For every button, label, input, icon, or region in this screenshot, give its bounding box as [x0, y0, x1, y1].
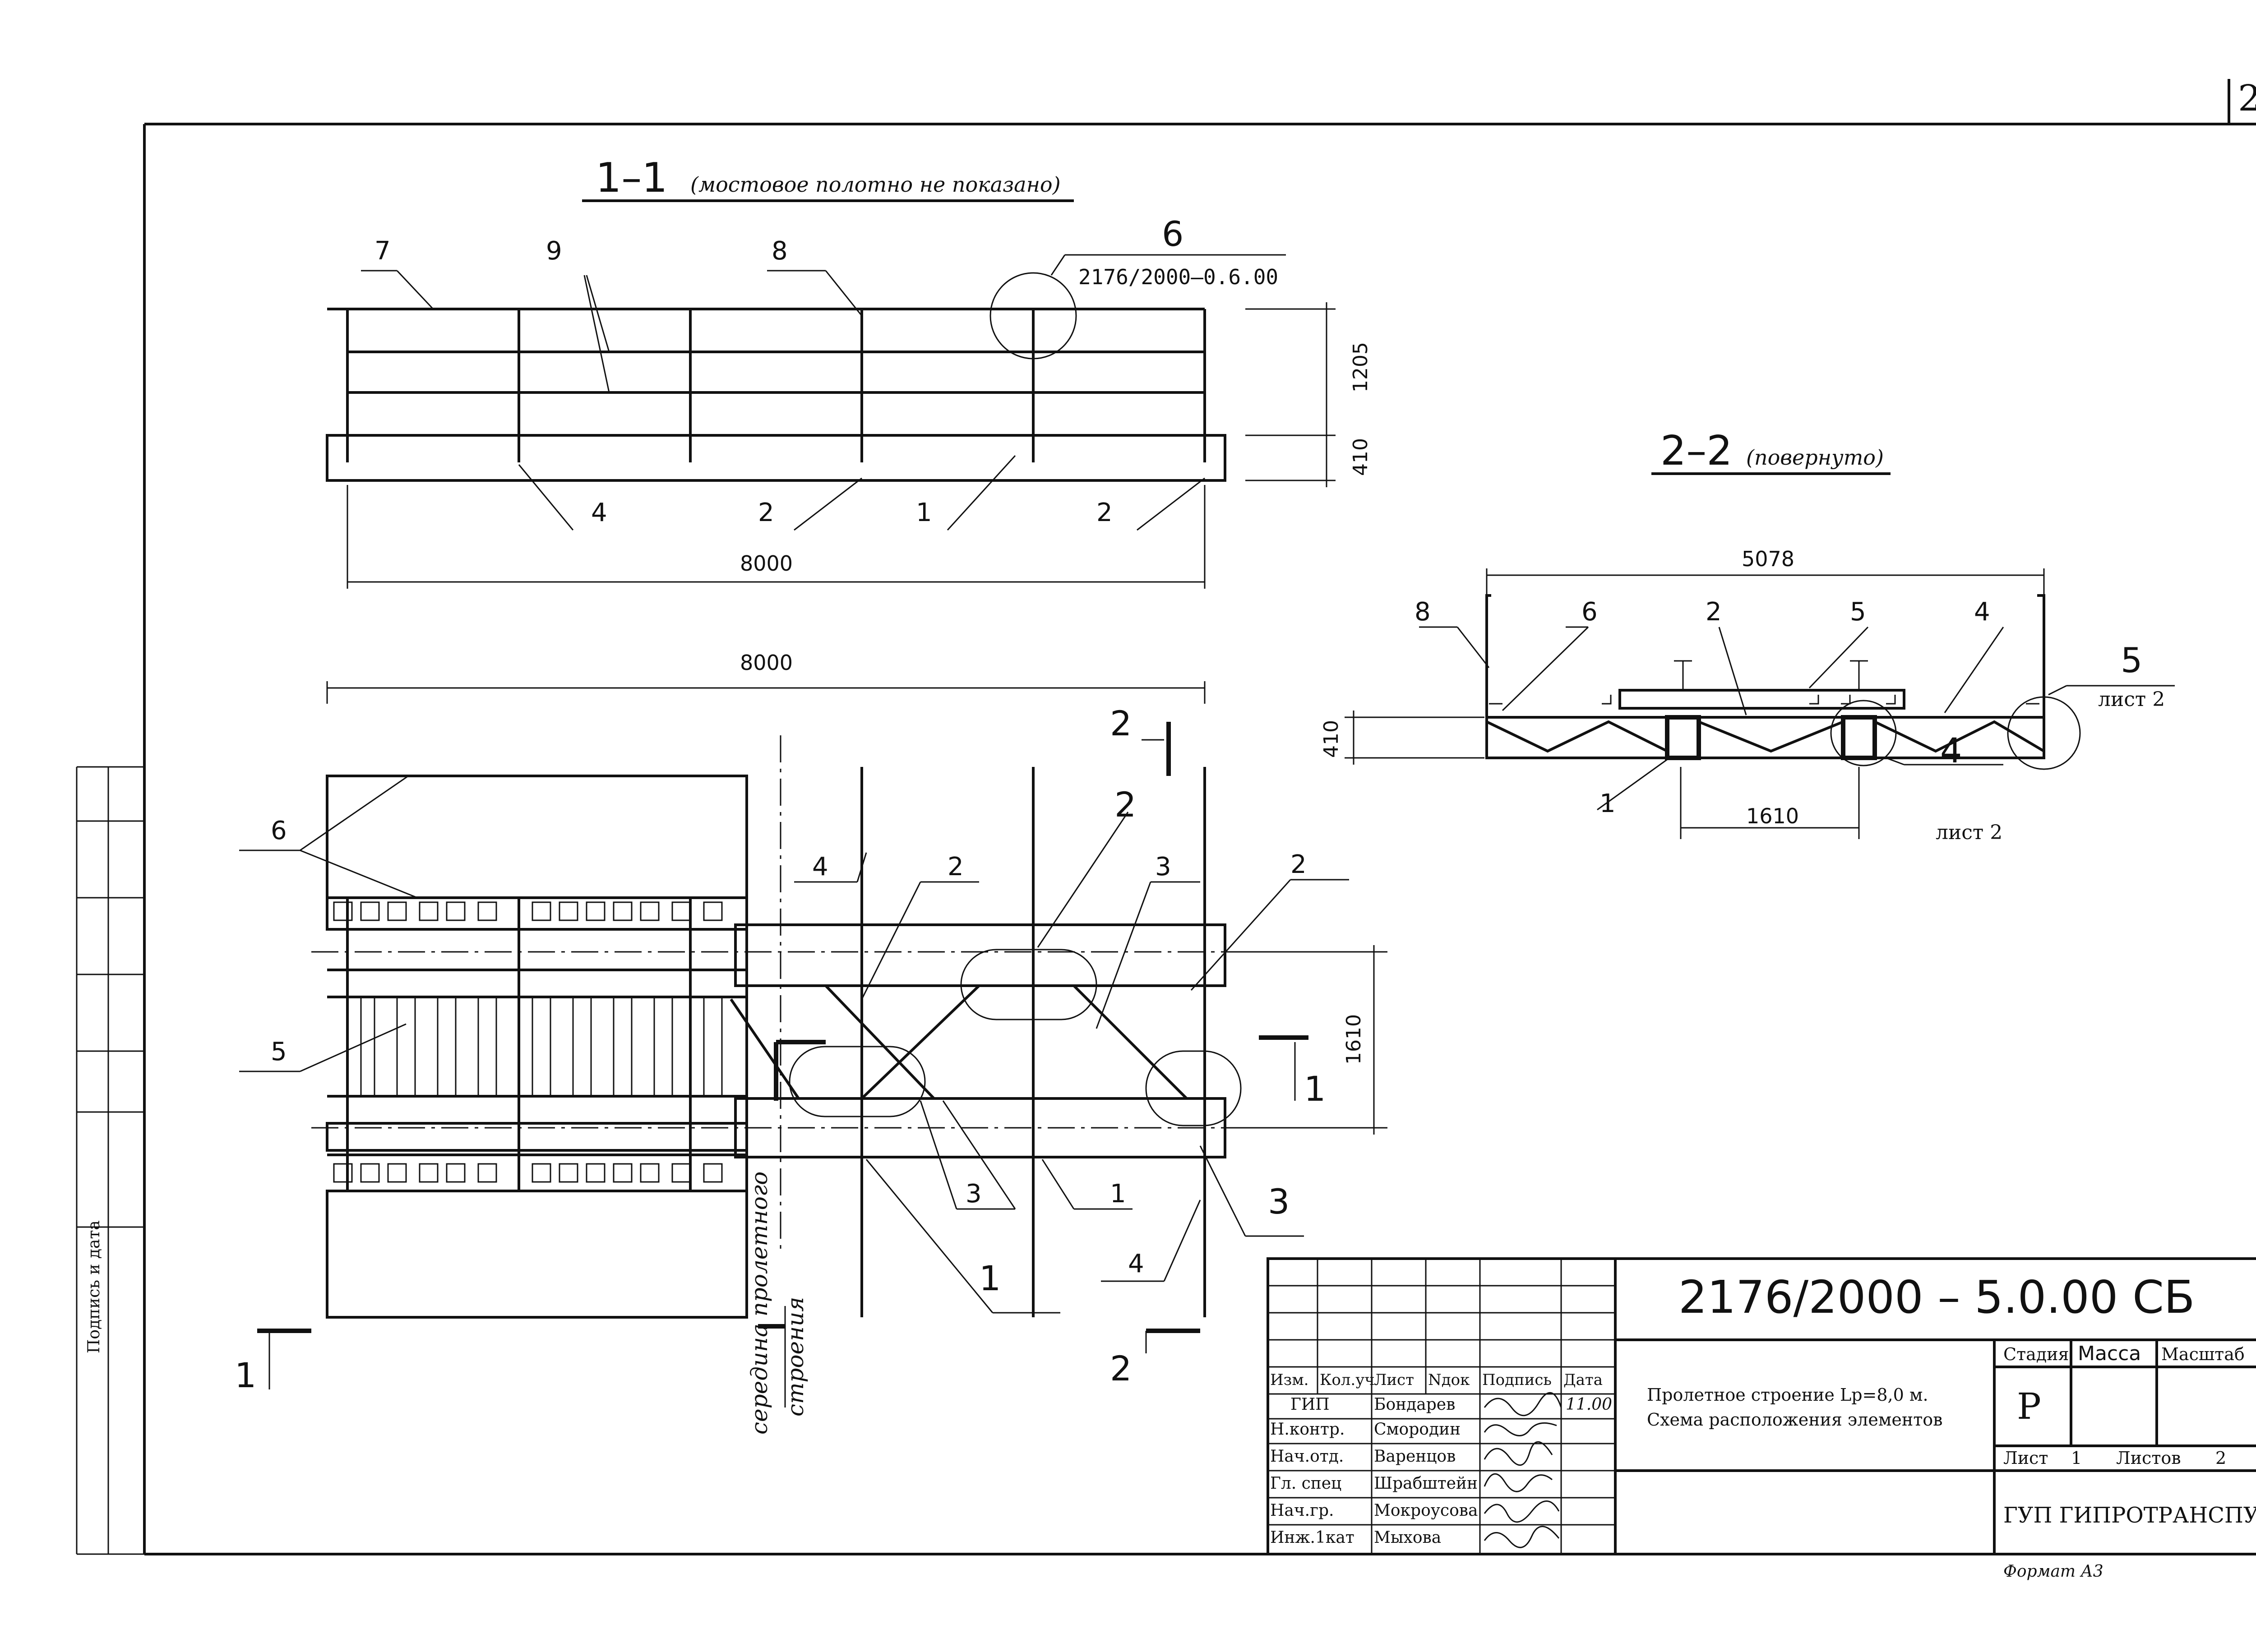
section-mark-2-top: 2 — [1110, 703, 1132, 743]
view-2-2-dim-height: 410 — [1320, 720, 1343, 758]
view-2-2-dim-width: 5078 — [1742, 547, 1794, 571]
row-name-3: Шрабштейн — [1374, 1474, 1478, 1493]
plan-middle-note-2: строения — [782, 1297, 809, 1417]
page-number: 2 — [2238, 77, 2256, 119]
side-stamp — [76, 766, 144, 1555]
sheets-value: 2 — [2215, 1448, 2226, 1468]
plan-label-2b: 2 — [1114, 784, 1136, 825]
view-1-1-label-9: 9 — [546, 236, 562, 266]
plan-dim-length: 8000 — [740, 651, 793, 675]
view-2-2-subtitle: (повернуто) — [1746, 445, 1884, 470]
view-1-1-label-4: 4 — [591, 498, 607, 527]
organization-name: ГУП ГИПРОТРАНСПУТЬ — [2003, 1503, 2256, 1528]
view-2-2-label-4b: 4 — [1940, 730, 1962, 771]
view-1-1-label-8: 8 — [772, 236, 788, 266]
plan-label-5: 5 — [271, 1037, 287, 1066]
view-1-1-reference: 2176/2000–0.6.00 — [1078, 265, 1278, 289]
row-name-2: Варенцов — [1374, 1447, 1456, 1466]
view-1-1-dim-lower: 410 — [1349, 438, 1372, 476]
view-1-1: 1–1 (мостовое полотно не показано) — [326, 154, 1336, 589]
scale-label: Масштаб — [2161, 1344, 2245, 1364]
view-2-2-dim-gauge: 1610 — [1746, 804, 1799, 828]
section-mark-2-bottom: 2 — [1110, 1348, 1132, 1389]
view-2-2-label-8: 8 — [1415, 597, 1431, 627]
description-line-1: Пролетное строение Lр=8,0 м. — [1647, 1385, 1928, 1405]
view-2-2-title: 2–2 — [1660, 427, 1733, 475]
plan-label-6: 6 — [271, 816, 287, 845]
plan-middle-note-1: середина пролетного — [746, 1172, 772, 1435]
sheet-label: Лист — [2003, 1448, 2048, 1468]
plan-dim-gauge: 1610 — [1342, 1014, 1365, 1065]
mass-label: Масса — [2078, 1342, 2141, 1365]
view-2-2-label-4: 4 — [1974, 597, 1990, 627]
view-1-1-dim-upper: 1205 — [1349, 342, 1372, 392]
row-role-2: Нач.отд. — [1270, 1447, 1344, 1466]
plan-label-4a: 4 — [812, 852, 828, 881]
view-2-2-label-5: 5 — [1850, 597, 1866, 627]
sheets-label: Листов — [2116, 1448, 2181, 1468]
view-2-2-label-5b: 5 — [2121, 640, 2142, 680]
plan-label-3b: 3 — [966, 1179, 982, 1209]
plan-label-4b: 4 — [1128, 1249, 1144, 1278]
view-1-1-label-1: 1 — [916, 498, 932, 527]
stage-label: Стадия — [2003, 1344, 2069, 1364]
view-2-2-label-6: 6 — [1581, 597, 1598, 627]
view-2-2: 2–2 (повернуто) — [1345, 427, 2175, 839]
sheet-value: 1 — [2071, 1448, 2082, 1468]
view-2-2-callout-4-sheet: лист 2 — [1936, 821, 2002, 844]
plan-label-2c: 2 — [1290, 850, 1307, 879]
drawing-code: 2176/2000 – 5.0.00 СБ — [1678, 1271, 2195, 1324]
header-kol: Кол.уч — [1320, 1371, 1375, 1389]
header-list: Лист — [1374, 1371, 1414, 1389]
plan-view — [239, 681, 1387, 1407]
plan-label-3a: 3 — [1155, 852, 1171, 881]
header-izm: Изм. — [1270, 1371, 1308, 1389]
row-role-3: Гл. спец — [1270, 1474, 1341, 1493]
format-note: Формат А3 — [2003, 1562, 2103, 1581]
row-role-0: ГИП — [1290, 1395, 1330, 1414]
row-role-1: Н.контр. — [1270, 1420, 1345, 1439]
view-2-2-label-1: 1 — [1600, 789, 1616, 818]
plan-label-3c: 3 — [1268, 1181, 1290, 1222]
view-1-1-label-6: 6 — [1162, 214, 1183, 254]
view-1-1-label-2a: 2 — [758, 498, 774, 527]
view-1-1-label-2b: 2 — [1096, 498, 1113, 527]
row-name-4: Мокроусова — [1374, 1501, 1478, 1520]
header-data: Дата — [1563, 1371, 1603, 1389]
view-1-1-label-7: 7 — [374, 236, 391, 266]
view-1-1-subtitle: (мостовое полотно не показано) — [690, 172, 1061, 197]
view-2-2-label-2: 2 — [1706, 597, 1722, 627]
view-2-2-callout-5-sheet: лист 2 — [2098, 688, 2165, 711]
row-name-5: Мыхова — [1374, 1528, 1441, 1547]
row-role-5: Инж.1кат — [1270, 1528, 1355, 1547]
section-mark-1-left: 1 — [235, 1355, 256, 1395]
plan-label-1a: 1 — [1110, 1179, 1126, 1209]
plan-label-2a: 2 — [948, 852, 964, 881]
row-name-1: Смородин — [1374, 1420, 1461, 1439]
stage-value: Р — [2017, 1385, 2041, 1427]
description-line-2: Схема расположения элементов — [1647, 1410, 1943, 1430]
plan-label-1b: 1 — [979, 1258, 1001, 1298]
side-stamp-text: Подпись и дата — [85, 1220, 103, 1353]
row-role-4: Нач.гр. — [1270, 1501, 1334, 1520]
view-1-1-title: 1–1 — [596, 154, 668, 202]
row-name-0: Бондарев — [1374, 1395, 1455, 1414]
header-ndok: Nдок — [1428, 1371, 1470, 1389]
row-date-0: 11.00 — [1566, 1395, 1612, 1414]
section-mark-1-right: 1 — [1304, 1069, 1326, 1109]
header-podpis: Подпись — [1482, 1371, 1552, 1389]
view-1-1-dim-length: 8000 — [740, 551, 793, 576]
title-block — [1267, 1257, 2256, 1555]
